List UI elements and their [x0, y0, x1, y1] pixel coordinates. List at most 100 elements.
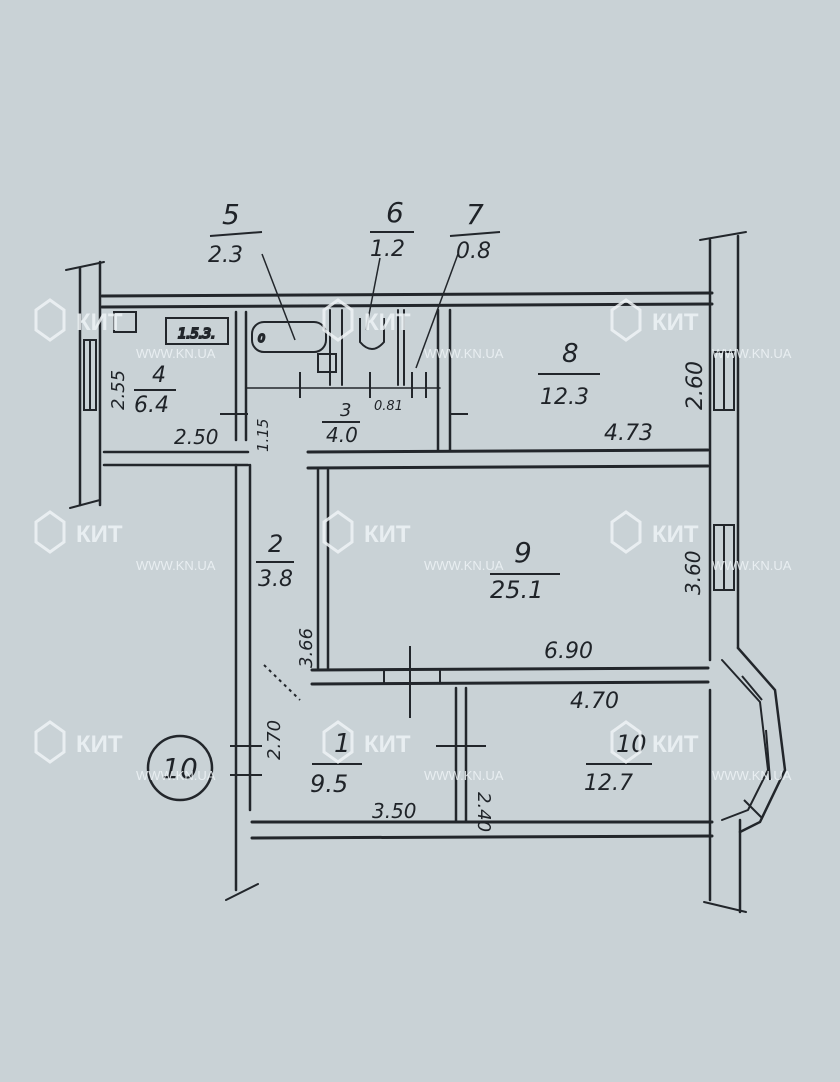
- kit-logo-icon: [610, 298, 642, 342]
- dim-2-55: 2.55: [108, 370, 129, 410]
- dim-3-60: 3.60: [681, 550, 705, 595]
- svg-text:2.3: 2.3: [208, 243, 243, 268]
- room-label-2: 2 3.8: [256, 530, 294, 592]
- watermark: КИТ WWW.KN.UA: [322, 720, 504, 783]
- dim-1-15: 1.15: [254, 419, 272, 452]
- svg-text:1: 1: [334, 729, 351, 759]
- apartment-number-badge: 10: [146, 734, 214, 802]
- svg-text:КИТ: КИТ: [76, 521, 123, 548]
- svg-text:12.7: 12.7: [584, 771, 633, 796]
- svg-text:WWW.KN.UA: WWW.KN.UA: [424, 558, 504, 573]
- kit-logo-icon: [322, 298, 354, 342]
- room-label-5: 5 2.3: [208, 198, 263, 268]
- toilet-icon: [359, 318, 385, 350]
- watermark: КИТ WWW.KN.UA: [34, 298, 216, 361]
- room-label-4: 4 6.4: [134, 363, 176, 418]
- kit-logo-icon: [610, 510, 642, 554]
- svg-text:WWW.KN.UA: WWW.KN.UA: [424, 768, 504, 783]
- svg-text:2: 2: [268, 530, 283, 558]
- stove-icon: 1.5.3.: [165, 317, 229, 345]
- window-right-mid: [713, 524, 735, 591]
- svg-text:WWW.KN.UA: WWW.KN.UA: [712, 558, 792, 573]
- watermarks: КИТ WWW.KN.UA КИТ WWW.KN.UA КИТ WWW.KN.U…: [34, 298, 792, 783]
- svg-text:6.4: 6.4: [134, 393, 169, 418]
- svg-text:КИТ: КИТ: [364, 309, 411, 336]
- svg-text:12.3: 12.3: [540, 385, 589, 410]
- room-label-8: 8 12.3: [538, 339, 600, 410]
- svg-text:25.1: 25.1: [490, 576, 543, 604]
- svg-text:WWW.KN.UA: WWW.KN.UA: [136, 346, 216, 361]
- window-right-top: [713, 351, 735, 411]
- kit-logo-icon: [322, 720, 354, 764]
- room-label-10: 10 12.7: [584, 730, 652, 796]
- svg-text:5: 5: [222, 198, 240, 231]
- svg-text:КИТ: КИТ: [76, 309, 123, 336]
- dim-4-70: 4.70: [570, 689, 619, 714]
- kit-logo-icon: [34, 298, 66, 342]
- svg-text:WWW.KN.UA: WWW.KN.UA: [136, 768, 216, 783]
- svg-text:1.2: 1.2: [370, 237, 405, 262]
- svg-text:9: 9: [514, 536, 532, 569]
- fixtures: 1.5.3. 0: [113, 311, 385, 373]
- dim-3-50: 3.50: [372, 799, 417, 823]
- dim-2-70: 2.70: [264, 720, 285, 760]
- kit-logo-icon: [322, 510, 354, 554]
- dim-0-81: 0.81: [374, 399, 403, 414]
- dim-2-40: 2.40: [473, 792, 494, 832]
- svg-text:0: 0: [258, 332, 265, 345]
- window-bay: [741, 675, 771, 819]
- svg-text:7: 7: [466, 198, 484, 231]
- watermark: КИТ WWW.KN.UA: [322, 510, 504, 573]
- svg-text:WWW.KN.UA: WWW.KN.UA: [712, 768, 792, 783]
- dim-4-73: 4.73: [604, 421, 653, 446]
- svg-text:1.5.3.: 1.5.3.: [178, 327, 215, 342]
- svg-text:3: 3: [340, 400, 351, 421]
- svg-text:8: 8: [562, 339, 579, 369]
- svg-text:КИТ: КИТ: [652, 731, 699, 758]
- dim-2-60: 2.60: [683, 361, 708, 410]
- dim-3-66: 3.66: [296, 628, 317, 668]
- watermark: КИТ WWW.KN.UA: [610, 720, 792, 783]
- door-marks: [220, 372, 486, 776]
- dim-6-90: 6.90: [544, 639, 593, 664]
- svg-text:0.8: 0.8: [456, 239, 491, 264]
- dimension-labels: 2.55 2.50 1.15 0.81 4.73 2.60 3.66 3.60 …: [108, 361, 708, 832]
- svg-text:КИТ: КИТ: [364, 731, 411, 758]
- svg-text:КИТ: КИТ: [364, 521, 411, 548]
- room-label-3: 3 4.0: [322, 400, 360, 447]
- windows: [83, 339, 771, 819]
- room-label-7: 7 0.8: [449, 198, 501, 264]
- svg-text:4: 4: [152, 363, 166, 388]
- watermark: КИТ WWW.KN.UA: [322, 298, 504, 361]
- svg-text:WWW.KN.UA: WWW.KN.UA: [712, 346, 792, 361]
- svg-text:10: 10: [162, 752, 198, 785]
- watermark: КИТ WWW.KN.UA: [610, 298, 792, 361]
- room-label-1: 1 9.5: [310, 729, 362, 798]
- watermark: КИТ WWW.KN.UA: [34, 510, 216, 573]
- bathtub-icon: 0: [251, 321, 327, 353]
- svg-text:КИТ: КИТ: [76, 731, 123, 758]
- sink-icon: [113, 311, 137, 333]
- room-labels: 5 2.3 6 1.2 7 0.8 4 6.4 3 4.0 8 12.3: [134, 196, 652, 798]
- room-label-6: 6 1.2: [370, 196, 414, 262]
- svg-text:WWW.KN.UA: WWW.KN.UA: [424, 346, 504, 361]
- leader-lines: [261, 253, 459, 369]
- svg-text:WWW.KN.UA: WWW.KN.UA: [136, 558, 216, 573]
- kit-logo-icon: [34, 720, 66, 764]
- walls: [65, 231, 787, 914]
- svg-text:6: 6: [386, 196, 404, 229]
- dim-2-50: 2.50: [174, 425, 219, 449]
- svg-text:9.5: 9.5: [310, 770, 348, 798]
- svg-text:3.8: 3.8: [258, 567, 293, 592]
- kit-logo-icon: [610, 720, 642, 764]
- watermark: КИТ WWW.KN.UA: [34, 720, 216, 783]
- svg-text:КИТ: КИТ: [652, 521, 699, 548]
- window-left: [83, 339, 97, 411]
- svg-text:4.0: 4.0: [326, 423, 358, 447]
- svg-text:КИТ: КИТ: [652, 309, 699, 336]
- kit-logo-icon: [34, 510, 66, 554]
- room-label-9: 9 25.1: [490, 536, 560, 604]
- washbasin-icon: [317, 353, 337, 373]
